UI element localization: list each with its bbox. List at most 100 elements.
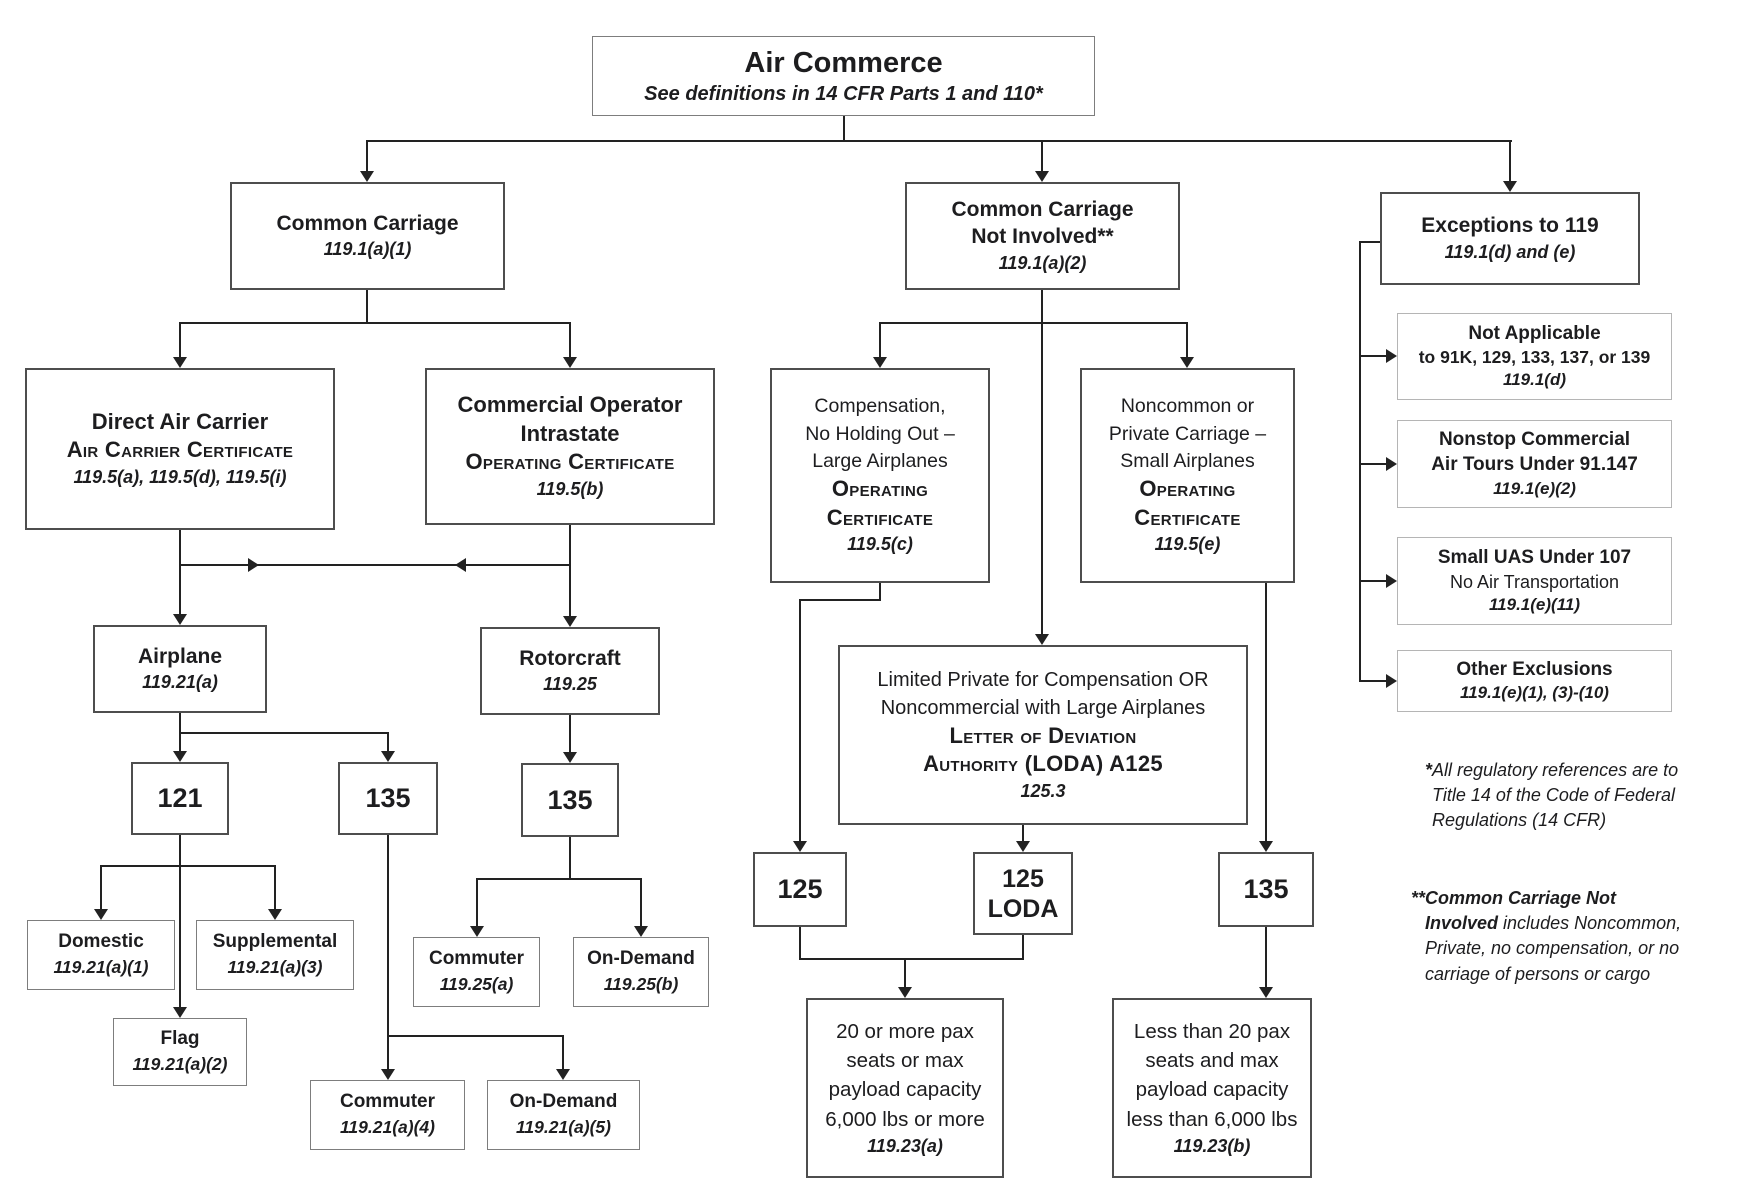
edge-arrow <box>634 926 648 937</box>
node-certificate: Authority (LODA) A125 <box>923 751 1163 777</box>
edge-arrow <box>94 909 108 920</box>
edge-line <box>387 732 389 751</box>
node-airplane: Airplane 119.21(a) <box>93 625 267 713</box>
edge-line <box>799 599 881 601</box>
node-title: Airplane <box>137 644 223 668</box>
node-certificate: Certificate <box>1134 504 1241 530</box>
node-ref: 125.3 <box>1020 781 1066 801</box>
edge-line <box>180 564 570 566</box>
node-ref: 119.1(a)(1) <box>323 239 412 260</box>
edge-line <box>366 140 368 171</box>
node-certificate: Letter of Deviation <box>949 722 1137 748</box>
node-title: Exceptions to 119 <box>1421 214 1599 238</box>
edge-line <box>180 322 570 324</box>
node-desc: payload capacity <box>828 1078 982 1102</box>
node-part-125-loda: 125 LODA <box>973 852 1073 935</box>
edge-arrow <box>1016 841 1030 852</box>
edge-line <box>1359 463 1386 465</box>
node-other-exclusions: Other Exclusions 119.1(e)(1), (3)-(10) <box>1397 650 1672 712</box>
edge-line <box>1359 680 1386 682</box>
footnote-marker: * <box>1425 760 1433 780</box>
node-loda: Limited Private for Compensation OR Nonc… <box>838 645 1248 825</box>
node-ref: 119.25(a) <box>439 974 514 995</box>
edge-line <box>1041 290 1043 634</box>
edge-line <box>179 732 181 751</box>
footnote-text: All regulatory references are to Title 1… <box>1432 760 1679 831</box>
node-title: 135 <box>365 783 411 814</box>
edge-arrow <box>381 1069 395 1080</box>
edge-line <box>387 1035 564 1037</box>
edge-line <box>179 713 181 733</box>
node-title: On-Demand <box>509 1091 618 1113</box>
footnote-rest: includes Noncommon, Private, no compensa… <box>1425 913 1682 984</box>
node-ref: 119.25(b) <box>603 974 679 995</box>
edge-arrow <box>173 614 187 625</box>
node-not-applicable: Not Applicable to 91K, 129, 133, 137, or… <box>1397 313 1672 400</box>
edge-line <box>879 322 881 357</box>
node-title: Rotorcraft <box>519 646 621 670</box>
node-title: Domestic <box>58 931 144 953</box>
footnote-text: Common Carriage Not Involved includes No… <box>1425 886 1683 987</box>
edge-arrow <box>470 926 484 937</box>
node-on-demand-airplane: On-Demand 119.21(a)(5) <box>487 1080 640 1150</box>
node-certificate: Operating <box>831 476 929 502</box>
edge-line <box>879 322 1188 324</box>
node-certificate: Operating Certificate <box>465 449 675 475</box>
node-ref: 119.5(a), 119.5(d), 119.5(i) <box>73 467 287 487</box>
edge-line <box>879 583 881 601</box>
node-desc: Noncommercial with Large Airplanes <box>880 696 1206 719</box>
node-title: Commuter <box>428 948 524 970</box>
node-ref: 119.1(a)(2) <box>998 252 1087 273</box>
node-flag: Flag 119.21(a)(2) <box>113 1018 247 1086</box>
node-desc: Less than 20 pax <box>1133 1020 1291 1044</box>
node-ref: 119.1(d) and (e) <box>1444 241 1576 262</box>
edge-line <box>1359 241 1361 682</box>
edge-arrow <box>248 558 259 572</box>
node-20-or-more-pax: 20 or more pax seats or max payload capa… <box>806 998 1004 1178</box>
node-part-135-airplane: 135 <box>338 762 438 835</box>
edge-arrow <box>360 171 374 182</box>
node-part-125: 125 <box>753 852 847 927</box>
node-nonstop-air-tours: Nonstop Commercial Air Tours Under 91.14… <box>1397 420 1672 508</box>
edge-line <box>100 865 102 909</box>
node-part-135-noncommon: 135 <box>1218 852 1314 927</box>
node-title: 135 <box>547 784 593 815</box>
node-title: LODA <box>987 894 1059 923</box>
edge-arrow <box>898 987 912 998</box>
node-ref: 119.23(a) <box>867 1135 943 1156</box>
edge-line <box>179 322 181 357</box>
edge-line <box>799 599 801 841</box>
node-commuter-airplane: Commuter 119.21(a)(4) <box>310 1080 465 1150</box>
node-ref: 119.5(c) <box>847 534 913 555</box>
edge-arrow <box>1259 841 1273 852</box>
edge-arrow <box>173 357 187 368</box>
edge-line <box>1186 322 1188 357</box>
node-title: Not Applicable <box>1468 322 1601 344</box>
node-title: Air Tours Under 91.147 <box>1431 453 1638 475</box>
node-ref: 119.21(a)(4) <box>339 1117 435 1138</box>
node-desc: 20 or more pax <box>836 1020 974 1044</box>
edge-arrow <box>268 909 282 920</box>
node-ref: 119.21(a)(5) <box>515 1117 611 1138</box>
edge-arrow <box>455 558 466 572</box>
node-title: Small UAS Under 107 <box>1437 546 1632 568</box>
node-title: Air Commerce <box>744 46 943 79</box>
node-title: Intrastate <box>520 420 620 446</box>
edge-arrow <box>1035 634 1049 645</box>
edge-arrow <box>1386 457 1397 471</box>
node-ref: 119.1(d) <box>1503 370 1566 390</box>
node-compensation-no-holding-out: Compensation, No Holding Out – Large Air… <box>770 368 990 583</box>
node-title: 121 <box>157 783 203 814</box>
node-air-commerce: Air Commerce See definitions in 14 CFR P… <box>592 36 1095 116</box>
node-certificate: Operating <box>1139 476 1236 502</box>
node-title: Not Involved** <box>971 225 1114 249</box>
edge-arrow <box>563 752 577 763</box>
node-title: Commuter <box>339 1091 435 1113</box>
edge-arrow <box>173 751 187 762</box>
edge-line <box>1359 241 1380 243</box>
node-ref: 119.21(a) <box>142 672 218 693</box>
footnote-common-carriage-not-involved: ** Common Carriage Not Involved includes… <box>1411 886 1683 987</box>
edge-arrow <box>793 841 807 852</box>
node-title: Other Exclusions <box>1456 658 1613 680</box>
edge-line <box>387 835 389 1035</box>
